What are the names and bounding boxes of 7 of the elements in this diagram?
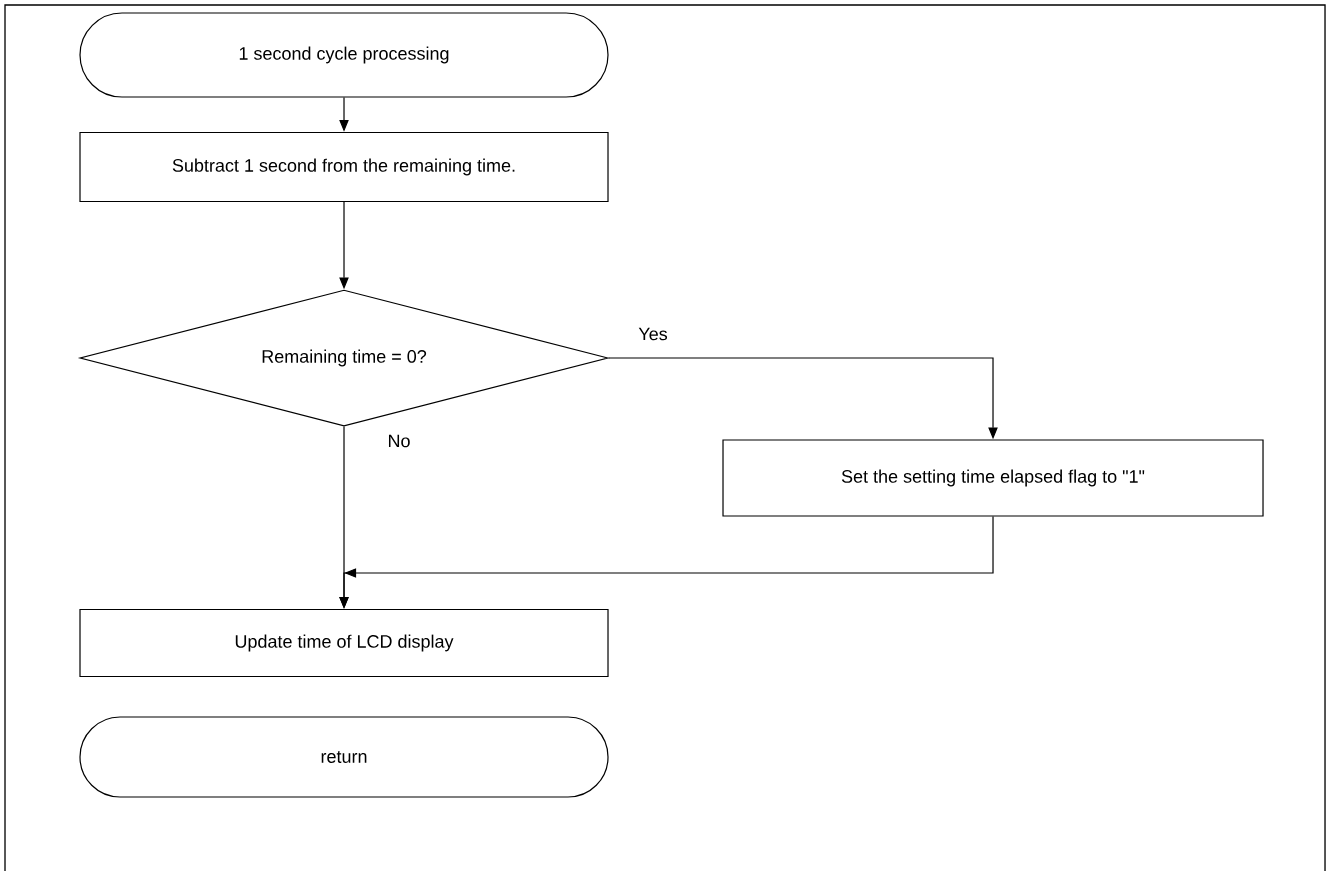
terminal-box: 1 second cycle processing [79, 12, 609, 98]
process-box: Update time of LCD display [79, 608, 609, 678]
edge-label: Yes [637, 326, 670, 342]
edge-label: No [386, 433, 412, 449]
process-box: Set the setting time elapsed flag to "1" [722, 439, 1264, 517]
terminal-box: return [79, 716, 609, 798]
process-box: Subtract 1 second from the remaining time. [79, 131, 609, 203]
